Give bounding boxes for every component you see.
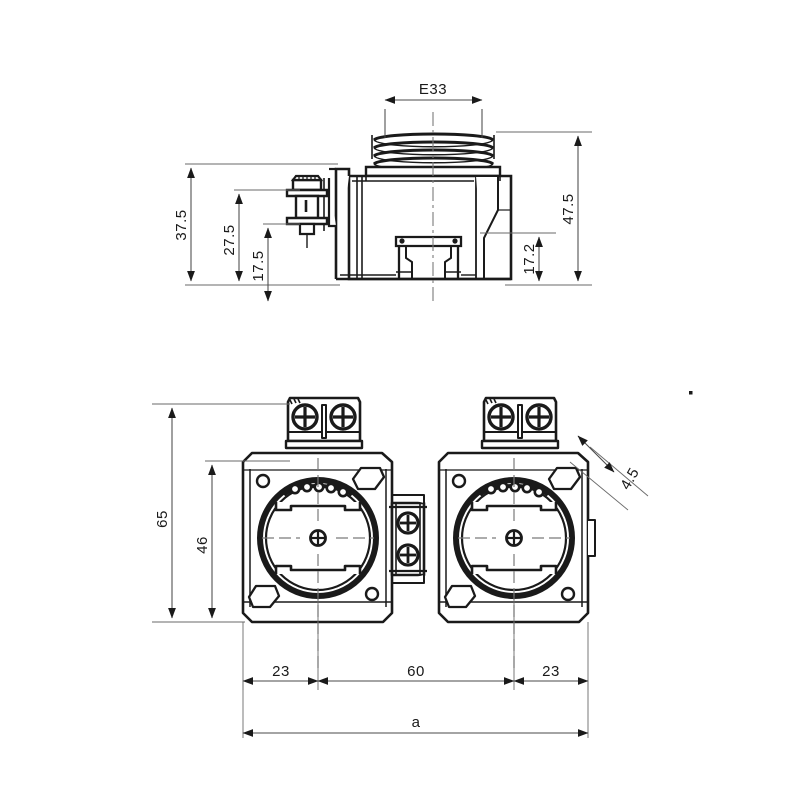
dim-label-17-2: 17.2	[521, 243, 538, 274]
earth-contacts-left	[274, 502, 362, 574]
witness-lines-right-top	[480, 131, 592, 286]
dim-overall-a: a	[242, 681, 589, 738]
dim-65: 65	[154, 407, 176, 619]
dim-label-37-5: 37.5	[173, 209, 190, 240]
earth-contacts-right	[470, 502, 558, 574]
witness-lines-bottom	[152, 403, 290, 623]
top-view-dimensions: E33 37.5 27.5 17.5	[173, 81, 592, 302]
terminal-block-right	[480, 396, 560, 450]
dim-label-46: 46	[194, 536, 211, 554]
dim-17-5: 17.5	[250, 227, 272, 302]
dim-label-60: 60	[407, 663, 425, 680]
dim-label-23-left: 23	[272, 663, 290, 680]
body-bottom-edge	[336, 274, 511, 281]
center-screw-2	[396, 543, 420, 567]
stray-mark	[689, 391, 693, 395]
side-elevation-view	[285, 112, 513, 303]
body-top-detail	[352, 176, 501, 182]
dim-label-17-5: 17.5	[250, 250, 267, 281]
socket-center-screw-right	[505, 529, 523, 547]
dim-label-e33: E33	[419, 81, 447, 98]
dim-37-5: 37.5	[173, 167, 195, 282]
socket-unit-right	[437, 396, 596, 672]
dim-label-27-5: 27.5	[221, 224, 238, 255]
side-screw-assembly	[285, 167, 336, 248]
dim-47-5: 47.5	[560, 135, 582, 282]
dim-60-center: 60	[317, 663, 515, 685]
dim-label-a: a	[412, 714, 421, 731]
dim-label-65: 65	[154, 510, 171, 528]
dim-46: 46	[194, 464, 216, 619]
socket-label-relief-left	[282, 481, 354, 498]
terminal-screw-right-2	[525, 403, 553, 431]
terminal-screw-left-1	[291, 403, 319, 431]
body-outline	[334, 167, 513, 281]
dim-23-left: 23	[242, 663, 319, 685]
fixing-hole-left-1	[255, 473, 271, 489]
fixing-hole-right-1	[451, 473, 467, 489]
side-tab-right	[588, 519, 596, 557]
dim-23-right: 23	[513, 663, 589, 685]
socket-center-screw-left	[309, 529, 327, 547]
mounting-slots-left	[247, 466, 386, 609]
witness-lines-left-top	[185, 163, 340, 286]
fixing-hole-left-2	[364, 586, 380, 602]
terminal-block-left	[284, 396, 364, 450]
mounting-slots-right	[443, 466, 582, 609]
dim-e33: E33	[384, 81, 483, 138]
terminal-screw-left-2	[329, 403, 357, 431]
center-screw-1	[396, 511, 420, 535]
dim-27-5: 27.5	[221, 193, 243, 282]
dim-label-47-5: 47.5	[560, 193, 577, 224]
terminal-screw-right-1	[487, 403, 515, 431]
dim-17-2: 17.2	[521, 236, 543, 282]
fixing-hole-right-2	[560, 586, 576, 602]
witness-lines-horizontal-chain	[242, 596, 589, 690]
bottom-mount-boss	[394, 235, 463, 279]
dim-label-23-right: 23	[542, 663, 560, 680]
center-connector-block	[389, 494, 427, 584]
